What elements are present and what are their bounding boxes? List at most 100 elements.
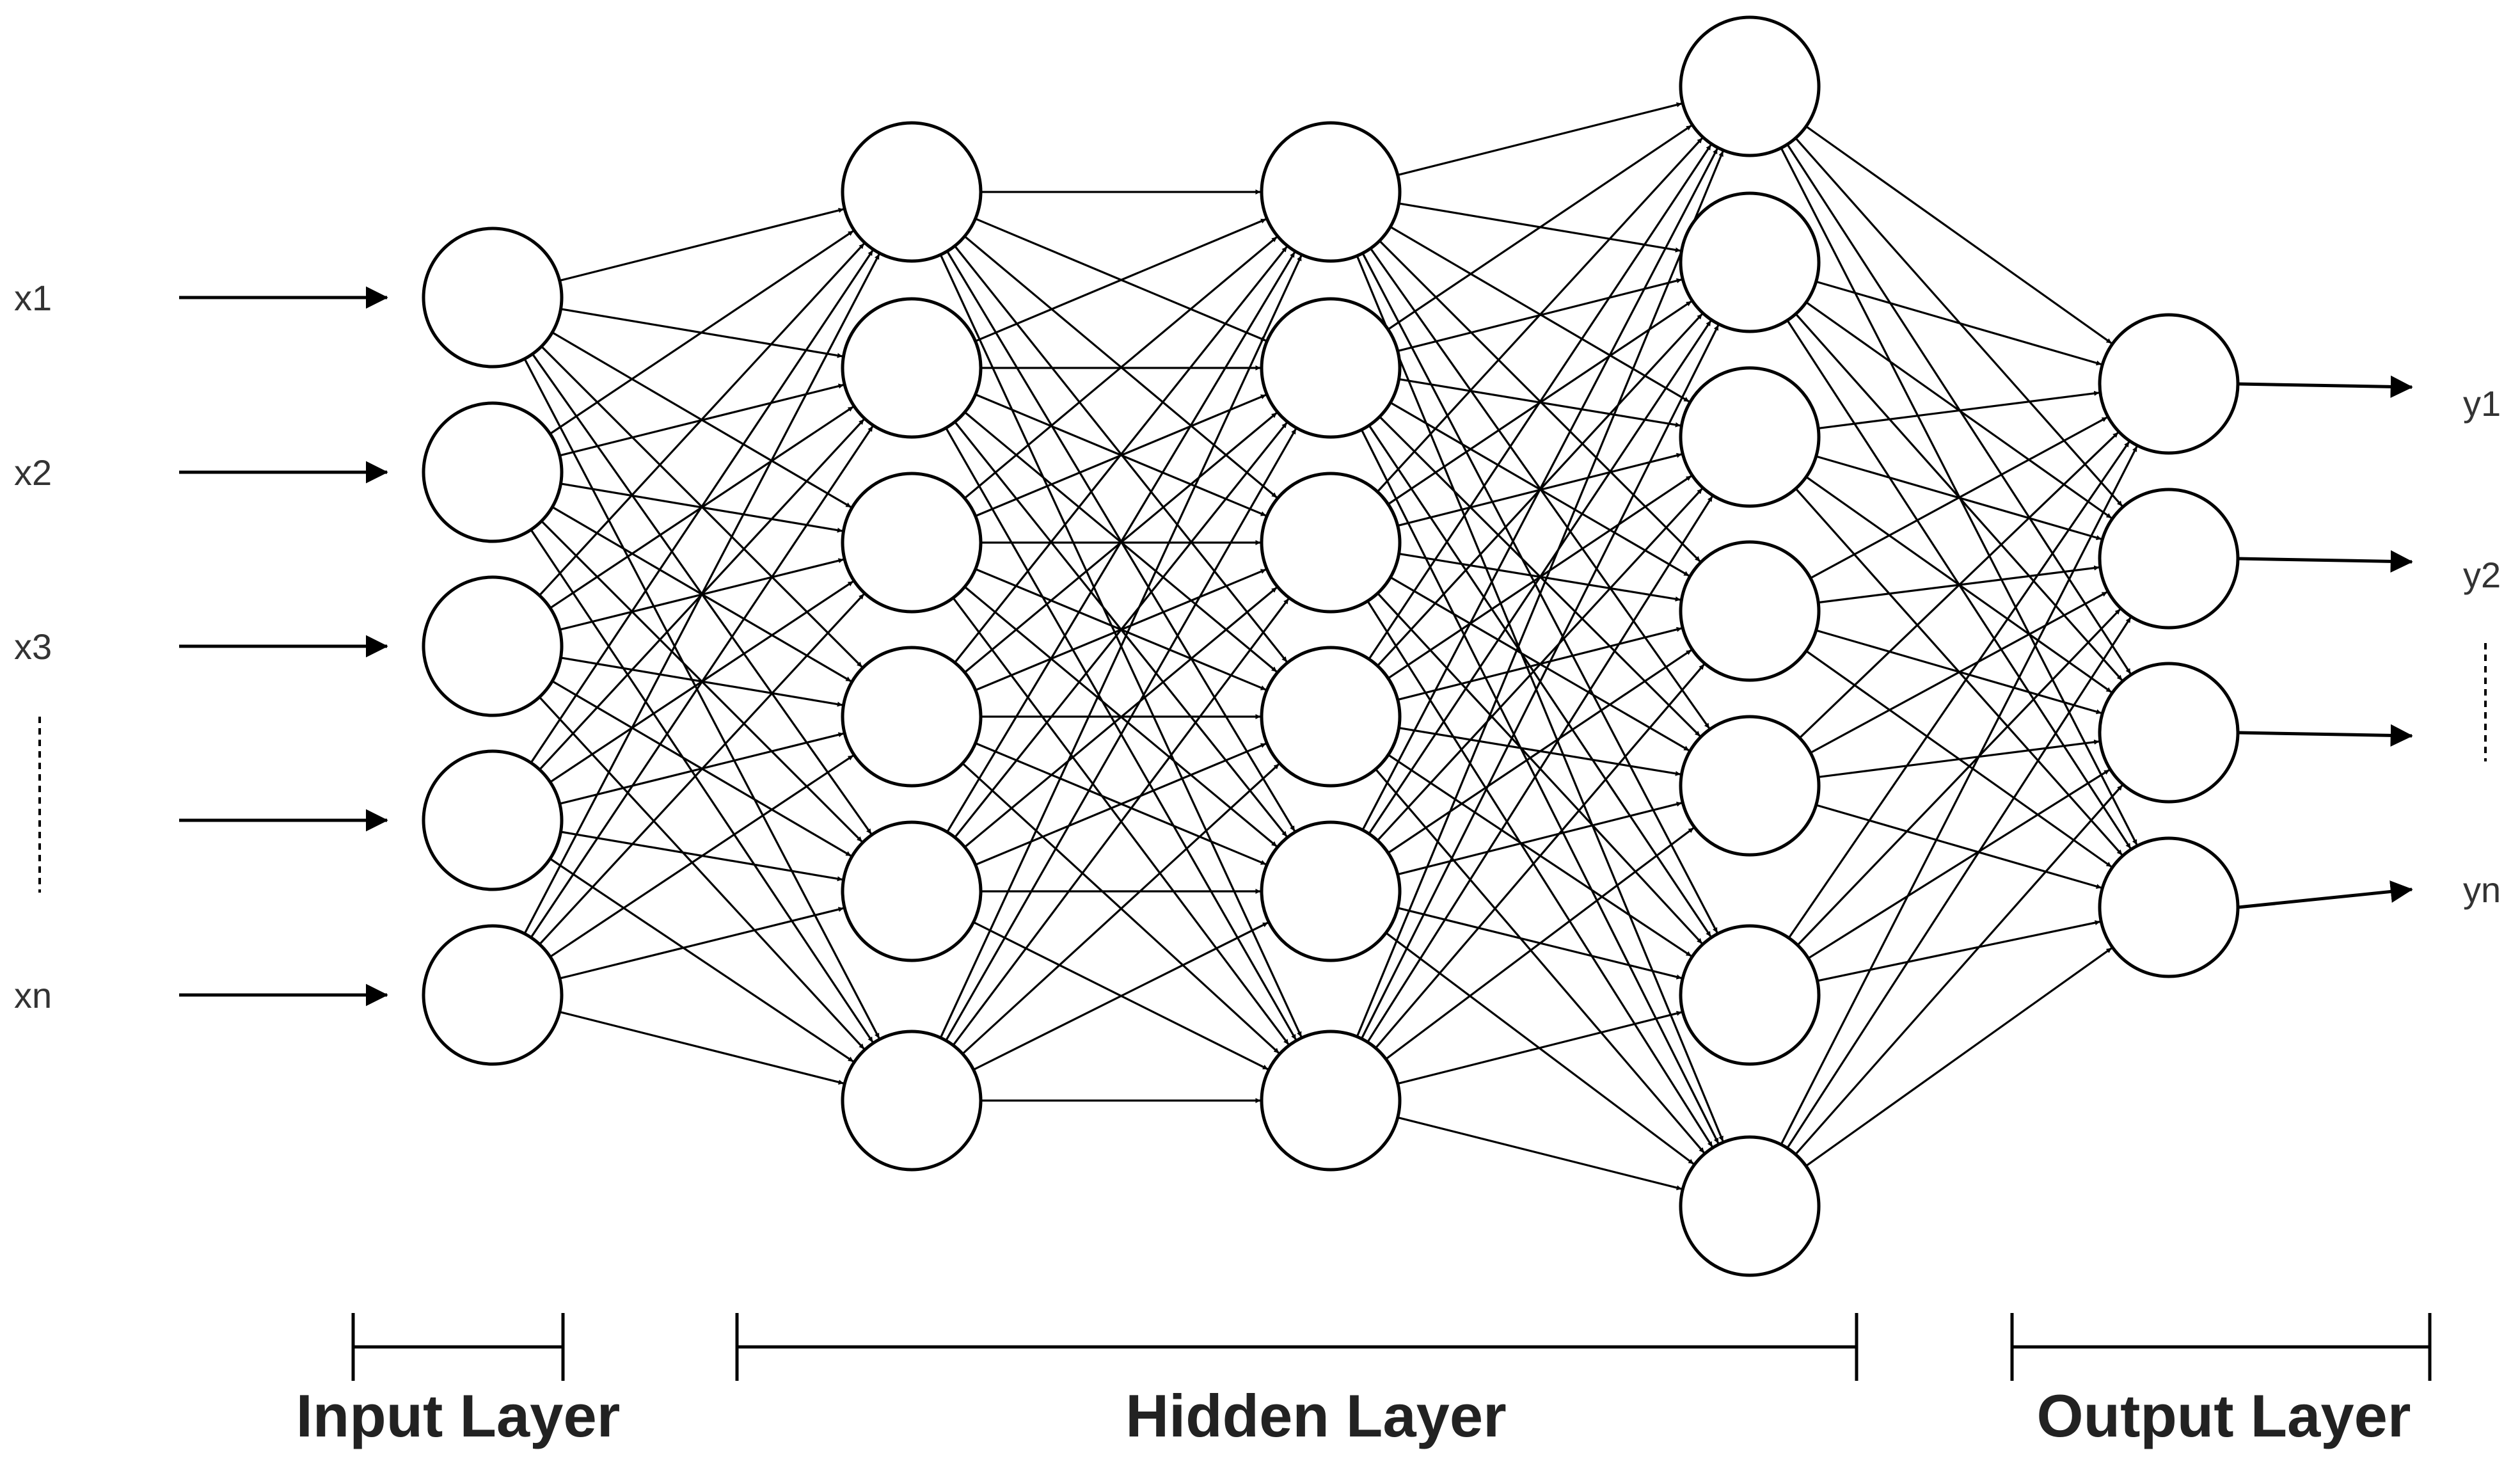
connection-l1-5-4 <box>972 921 1269 1071</box>
connection-l2-5-4 <box>1385 827 1694 1060</box>
hidden-3-neuron-3 <box>1679 366 1821 508</box>
connection-l2-5-5 <box>1397 1010 1682 1085</box>
output-arrow-4 <box>2237 880 2413 909</box>
input-neuron-1 <box>422 227 564 369</box>
connection-l0-1-5 <box>530 529 874 1043</box>
output-label-yn: yn <box>2463 870 2501 910</box>
connection-l2-0-6 <box>1356 255 1724 1142</box>
connection-l1-5-0 <box>939 255 1303 1038</box>
hidden-2-neuron-6 <box>1260 1030 1402 1172</box>
input-label-x1: x1 <box>14 278 52 318</box>
connections-group <box>523 102 2138 1191</box>
hidden-2-neuron-3 <box>1260 472 1402 614</box>
connection-l3-4-0 <box>1798 431 2119 739</box>
connection-l0-4-5 <box>559 1010 844 1085</box>
connection-l0-4-4 <box>559 907 844 980</box>
output-layer-bracket <box>2010 1313 2432 1381</box>
connection-l2-2-0 <box>1376 137 1703 493</box>
connection-l0-0-5 <box>523 358 880 1039</box>
input-label-xn: xn <box>14 975 52 1015</box>
connection-l0-4-1 <box>530 426 874 939</box>
connection-l1-4-3 <box>975 742 1267 866</box>
connection-l0-3-0 <box>530 250 874 764</box>
connection-l1-3-0 <box>954 246 1288 664</box>
output-neuron-3 <box>2098 662 2240 804</box>
hidden-2-neuron-1 <box>1260 121 1402 263</box>
connection-l1-1-0 <box>974 218 1267 342</box>
output-arrow-2 <box>2237 550 2413 573</box>
connection-l3-6-1 <box>1786 617 2132 1149</box>
output-label-y2: y2 <box>2463 555 2501 595</box>
hidden-3-neuron-7 <box>1679 1135 1821 1277</box>
connection-l2-0-0 <box>1397 102 1682 177</box>
connection-l3-6-0 <box>1780 446 2138 1145</box>
connection-l1-5-1 <box>945 428 1297 1042</box>
connection-l3-3-0 <box>1810 416 2108 579</box>
connection-l2-4-2 <box>1377 488 1703 841</box>
connection-l1-4-1 <box>954 422 1288 838</box>
connection-l3-4-2 <box>1818 739 2100 778</box>
output-neuron-2 <box>2098 488 2240 630</box>
connection-l0-4-2 <box>539 593 865 945</box>
hidden-1-neuron-1 <box>841 121 983 263</box>
input-label-x2: x2 <box>14 452 52 493</box>
connection-l2-1-6 <box>1360 429 1720 1144</box>
connection-l2-4-3 <box>1387 649 1692 854</box>
connection-l2-4-4 <box>1397 801 1682 876</box>
hidden-2-neuron-4 <box>1260 646 1402 788</box>
connection-l2-4-1 <box>1368 320 1712 834</box>
output-arrow-1 <box>2237 375 2413 398</box>
hidden-1-neuron-6 <box>841 1030 983 1172</box>
connection-l0-0-0 <box>559 207 844 282</box>
hidden-1-neuron-5 <box>841 820 983 962</box>
connection-l0-3-5 <box>549 857 854 1063</box>
connection-l2-4-0 <box>1361 148 1718 831</box>
input-neuron-4 <box>422 749 564 891</box>
output-layer-label: Output Layer <box>2037 1382 2411 1449</box>
connection-l2-5-2 <box>1367 496 1713 1043</box>
hidden-3-neuron-5 <box>1679 715 1821 857</box>
hidden-3-neuron-1 <box>1679 15 1821 157</box>
connection-l0-4-3 <box>550 754 854 958</box>
connection-l3-0-0 <box>1805 125 2112 344</box>
output-label-y1: y1 <box>2463 383 2501 424</box>
connection-l2-3-6 <box>1374 768 1705 1154</box>
connection-l2-5-3 <box>1374 664 1705 1049</box>
connection-l3-2-0 <box>1818 390 2100 429</box>
connection-l2-1-0 <box>1387 124 1692 331</box>
hidden-3-neuron-4 <box>1679 540 1821 682</box>
connection-l1-5-3 <box>962 763 1280 1055</box>
connection-l0-1-0 <box>549 230 854 435</box>
hidden-2-neuron-2 <box>1260 297 1402 439</box>
connection-l2-5-0 <box>1356 151 1724 1037</box>
hidden-1-neuron-2 <box>841 297 983 439</box>
connection-l1-2-0 <box>963 236 1278 499</box>
connection-l3-6-3 <box>1805 947 2112 1167</box>
input-neuron-3 <box>422 575 564 717</box>
connection-l2-5-1 <box>1360 324 1720 1040</box>
output-neuron-1 <box>2098 313 2240 455</box>
hidden-3-neuron-6 <box>1679 924 1821 1066</box>
connection-l3-4-1 <box>1810 591 2108 754</box>
input-neuron-2 <box>422 401 564 543</box>
connection-l2-5-6 <box>1397 1116 1682 1191</box>
connection-l1-4-2 <box>963 587 1278 848</box>
output-arrow-3 <box>2237 724 2413 747</box>
hidden-1-neuron-4 <box>841 646 983 788</box>
hidden-3-neuron-2 <box>1679 191 1821 333</box>
connection-l3-5-2 <box>1807 769 2110 960</box>
connection-l3-5-1 <box>1796 609 2121 946</box>
nodes-group <box>422 15 2240 1277</box>
input-neuron-5 <box>422 924 564 1066</box>
hidden-2-neuron-5 <box>1260 820 1402 962</box>
io-arrows-group <box>179 286 2413 1007</box>
connection-l2-3-0 <box>1368 144 1712 660</box>
connection-l0-2-5 <box>539 696 865 1050</box>
connection-l3-6-2 <box>1795 784 2123 1156</box>
hidden-1-neuron-3 <box>841 472 983 614</box>
connection-l1-4-0 <box>946 251 1296 833</box>
connection-l3-1-0 <box>1816 280 2102 366</box>
connection-l3-5-0 <box>1787 441 2130 939</box>
connection-l1-5-2 <box>952 598 1290 1046</box>
